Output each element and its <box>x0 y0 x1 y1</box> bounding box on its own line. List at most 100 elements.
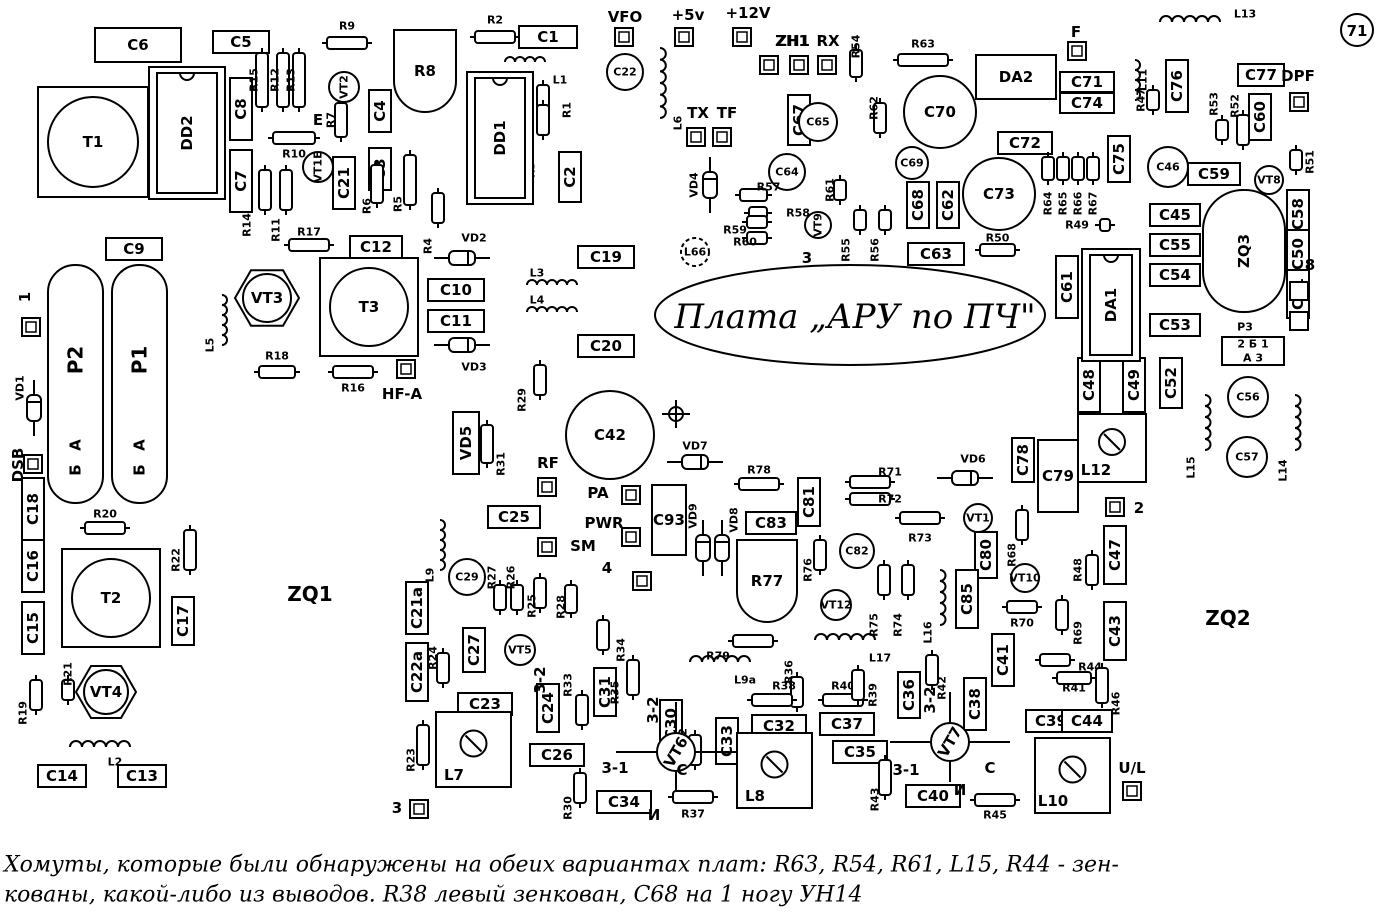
capacitor: C33 <box>715 717 739 765</box>
transistor: VT6 <box>616 702 736 792</box>
capacitor: C40 <box>905 784 961 808</box>
component-label: C15 <box>24 612 42 644</box>
capacitor: C76 <box>1165 59 1189 113</box>
component-label: Хомуты, которые были обнаружены на обеих… <box>2 853 1119 878</box>
capacitor: C14 <box>37 764 87 788</box>
component-label: VT1 <box>966 512 990 525</box>
component-label: DD2 <box>178 115 196 150</box>
component-label: R47 <box>1135 88 1148 112</box>
resistor: R26 <box>505 565 524 615</box>
component-label: C58 <box>1289 198 1307 230</box>
inductor: L2 <box>69 740 131 769</box>
component-label: R24 <box>427 646 440 670</box>
component-label: C78 <box>1014 444 1032 476</box>
capacitor: C72 <box>997 131 1053 155</box>
electrolytic-capacitor: C42 <box>565 390 655 480</box>
component-label: R10 <box>282 148 306 161</box>
component-label: R46 <box>1110 691 1123 715</box>
resistors: R9R2R15R12R13R10R7R1R3R14R11R6R5R4R17R18… <box>17 14 1317 822</box>
inductor: L1 <box>504 56 567 87</box>
transformer: T2 <box>61 548 161 648</box>
component-label: C60 <box>1251 101 1269 133</box>
component-label: R50 <box>986 232 1010 245</box>
round-capacitor: C57 <box>1226 436 1268 478</box>
test-pad: RF <box>537 454 559 497</box>
test-pad: TF <box>712 104 737 147</box>
component-label: 3-2 <box>531 666 549 693</box>
component-label: DA1 <box>1102 288 1120 323</box>
capacitor: C35 <box>832 740 888 764</box>
capacitor: C15 <box>21 601 45 655</box>
capacitor: C36 <box>897 671 921 719</box>
component-label: C <box>676 761 687 779</box>
capacitor: C5 <box>212 30 270 54</box>
component-label: VT1E <box>312 151 325 182</box>
component-label: C <box>984 759 995 777</box>
resistor: R33 <box>562 673 589 730</box>
resistor: R5 <box>392 150 417 212</box>
transistor: VT1 <box>963 503 993 533</box>
resistor: R18 <box>254 350 300 379</box>
resistor: R35 <box>609 655 640 704</box>
component-label: +12V <box>725 4 770 22</box>
transistor: VT1E <box>302 151 334 183</box>
component-label: C81 <box>800 486 818 518</box>
component-label: C34 <box>608 793 640 811</box>
resistor: R12 <box>269 48 290 112</box>
component-label: ZQ3 <box>1235 234 1253 268</box>
component-label: ZH1 <box>776 32 810 50</box>
component-label: C33 <box>718 725 736 757</box>
component-label: R1 <box>561 102 574 118</box>
component-label: C52 <box>1162 367 1180 399</box>
trimmer-coil: L7 <box>435 711 512 788</box>
component-label: DPF <box>1281 67 1315 85</box>
component-label: R18 <box>265 350 289 363</box>
component-label: VT2 <box>338 75 351 99</box>
resistor: R46 <box>1095 663 1123 715</box>
component-label: C80 <box>977 539 995 571</box>
component-label: R65 <box>1057 192 1070 216</box>
inductor: L11 <box>1134 59 1150 101</box>
trimmer-coil: L8 <box>736 732 813 809</box>
resistor: R2 <box>470 14 520 44</box>
capacitor: C48 <box>1077 357 1101 413</box>
component-label: C10 <box>440 281 472 299</box>
component-label: C73 <box>983 185 1015 203</box>
test-pad: 2 <box>1105 497 1144 517</box>
capacitor: C16 <box>21 539 45 593</box>
component-label: A 3 <box>1243 352 1263 365</box>
component-label: R37 <box>681 808 705 821</box>
test-pad: DPF <box>1281 67 1315 112</box>
component-label: C38 <box>966 688 984 720</box>
capacitor: C60 <box>1248 93 1272 141</box>
component-label: R36 <box>783 660 796 684</box>
integrated-circuit: DA1 <box>1081 248 1141 362</box>
resistor: R44 <box>1035 653 1102 674</box>
component-label: VD6 <box>960 453 986 466</box>
capacitor: C25 <box>487 505 541 529</box>
component-label: VD5 <box>457 426 475 461</box>
component-label: T1 <box>83 133 104 151</box>
component-label: C48 <box>1080 369 1098 401</box>
component-label: C6 <box>127 36 148 54</box>
resistor: R57 <box>735 181 780 202</box>
component-label: C64 <box>775 166 799 179</box>
resistor: R56 <box>869 205 892 262</box>
component-label: ZH1 <box>775 32 809 50</box>
component-label: RF <box>537 454 559 472</box>
component-label: L2 <box>108 756 123 769</box>
capacitor: C53 <box>1149 313 1201 337</box>
component-label: C27 <box>465 634 483 666</box>
component-label: R51 <box>1304 150 1317 174</box>
component-label: Плата „АРУ по ПЧ" <box>673 297 1035 337</box>
component-label: R6 <box>361 198 374 214</box>
component-label: C14 <box>46 767 78 785</box>
resistor: R53 <box>1208 92 1229 145</box>
resistor: R4 <box>422 188 445 254</box>
component-label: R4 <box>422 238 435 254</box>
